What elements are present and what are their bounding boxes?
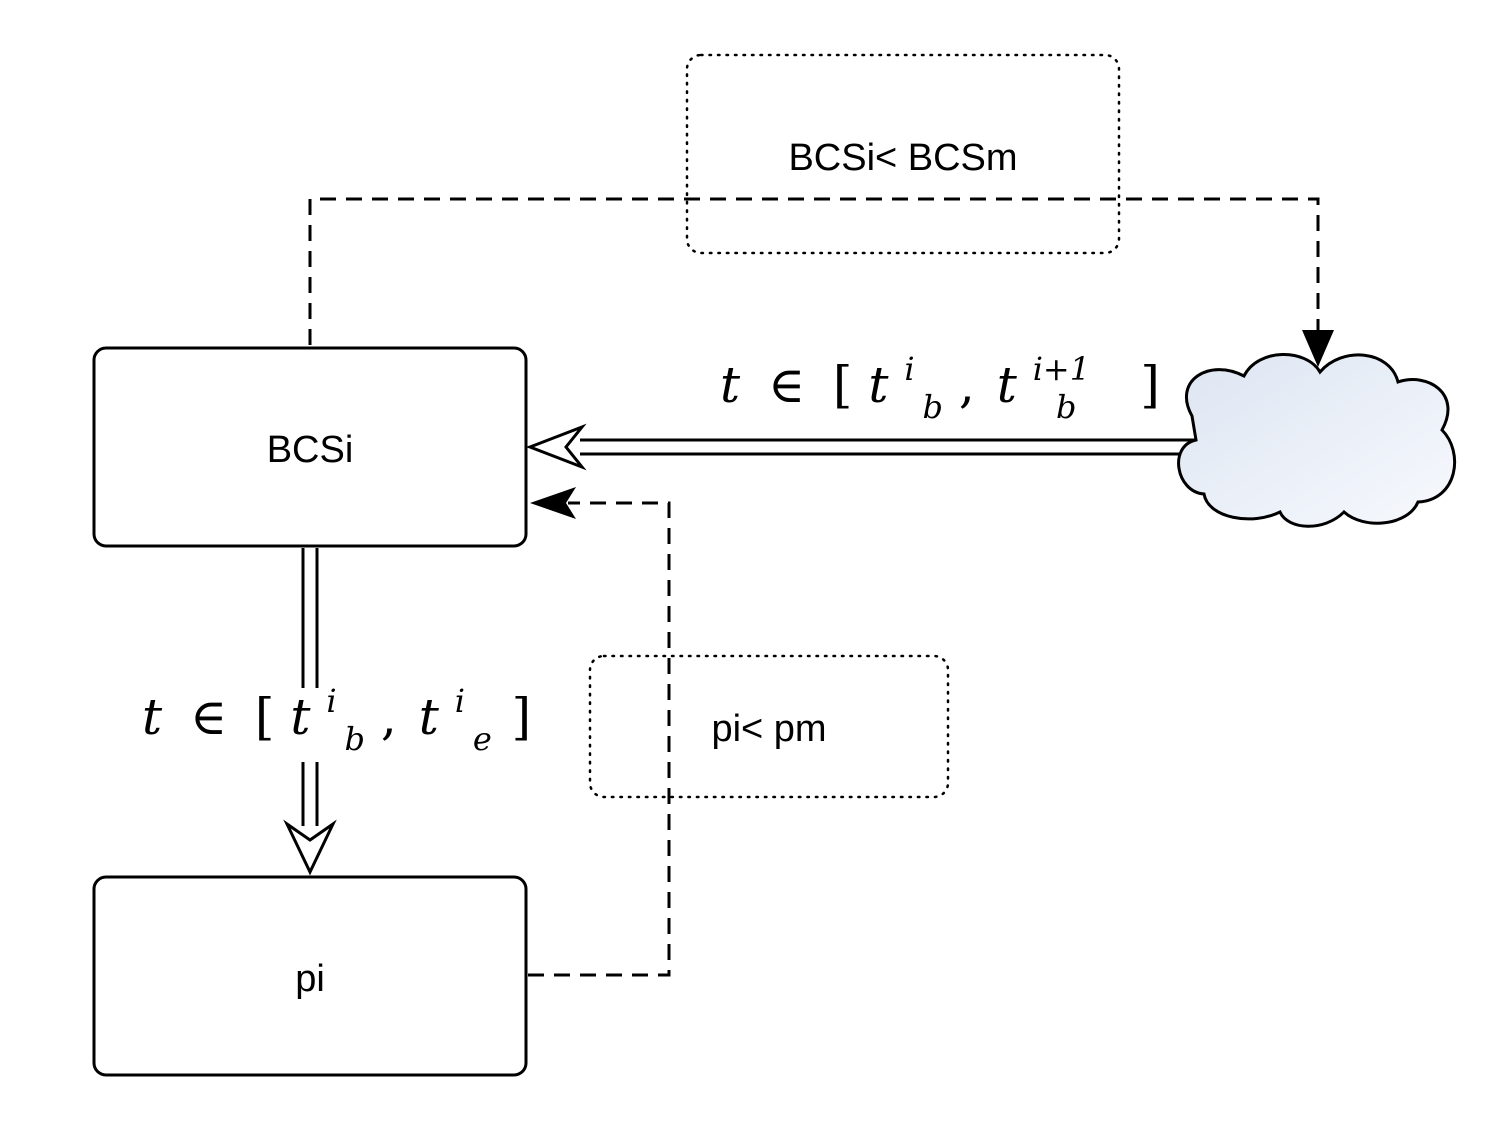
math-sub-end: e (473, 720, 492, 758)
math-comma: , (381, 688, 397, 746)
node-pi (92, 875, 528, 1077)
node-label-pi: pi (295, 958, 325, 1000)
cloud-node (1177, 353, 1457, 528)
math-element-of: ∈ (190, 688, 227, 746)
dashed-edge-bcsi-to-cloud (308, 197, 1320, 345)
arrowhead-down-icon (1302, 330, 1334, 367)
dashed-edge-pi-to-bcsi (528, 501, 671, 977)
math-sup-start: i (904, 350, 914, 388)
math-t: t (720, 356, 741, 414)
edge-label-bg-vertical (138, 688, 428, 762)
math-t-end: t (419, 688, 440, 746)
hollow-arrowhead-left-icon (525, 423, 587, 471)
math-sub-start: b (922, 388, 942, 426)
edge-label-vertical: t ∈ [ t i b , t i e ] (142, 666, 531, 762)
arrowhead-left-icon (530, 487, 576, 519)
math-element-of: ∈ (768, 356, 805, 414)
math-comma: , (959, 356, 975, 414)
math-sup-start: i (326, 682, 336, 720)
math-t-end: t (997, 356, 1018, 414)
condition-label-top: BCSi< BCSm (788, 137, 1017, 179)
math-t-start: t (290, 688, 311, 746)
node-label-bcsi: BCSi (267, 429, 354, 471)
condition-box-bottom (588, 654, 950, 799)
edge-label-horizontal: t ∈ [ t i b , t i+1 b ] (720, 334, 1160, 430)
math-sup-end: i+1 (1033, 350, 1090, 388)
condition-box-top (685, 53, 1121, 255)
math-close-bracket: ] (512, 688, 532, 746)
math-open-bracket: [ (833, 356, 853, 414)
math-t: t (142, 688, 163, 746)
math-t-start: t (868, 356, 889, 414)
math-open-bracket: [ (255, 688, 275, 746)
math-close-bracket: ] (1140, 356, 1160, 414)
math-sup-end: i (455, 682, 465, 720)
math-sub-end: b (1056, 388, 1076, 426)
hollow-arrowhead-down-icon (283, 819, 337, 876)
condition-label-bottom: pi< pm (711, 708, 826, 750)
node-bcsi (92, 346, 528, 548)
math-sub-start: b (344, 720, 364, 758)
